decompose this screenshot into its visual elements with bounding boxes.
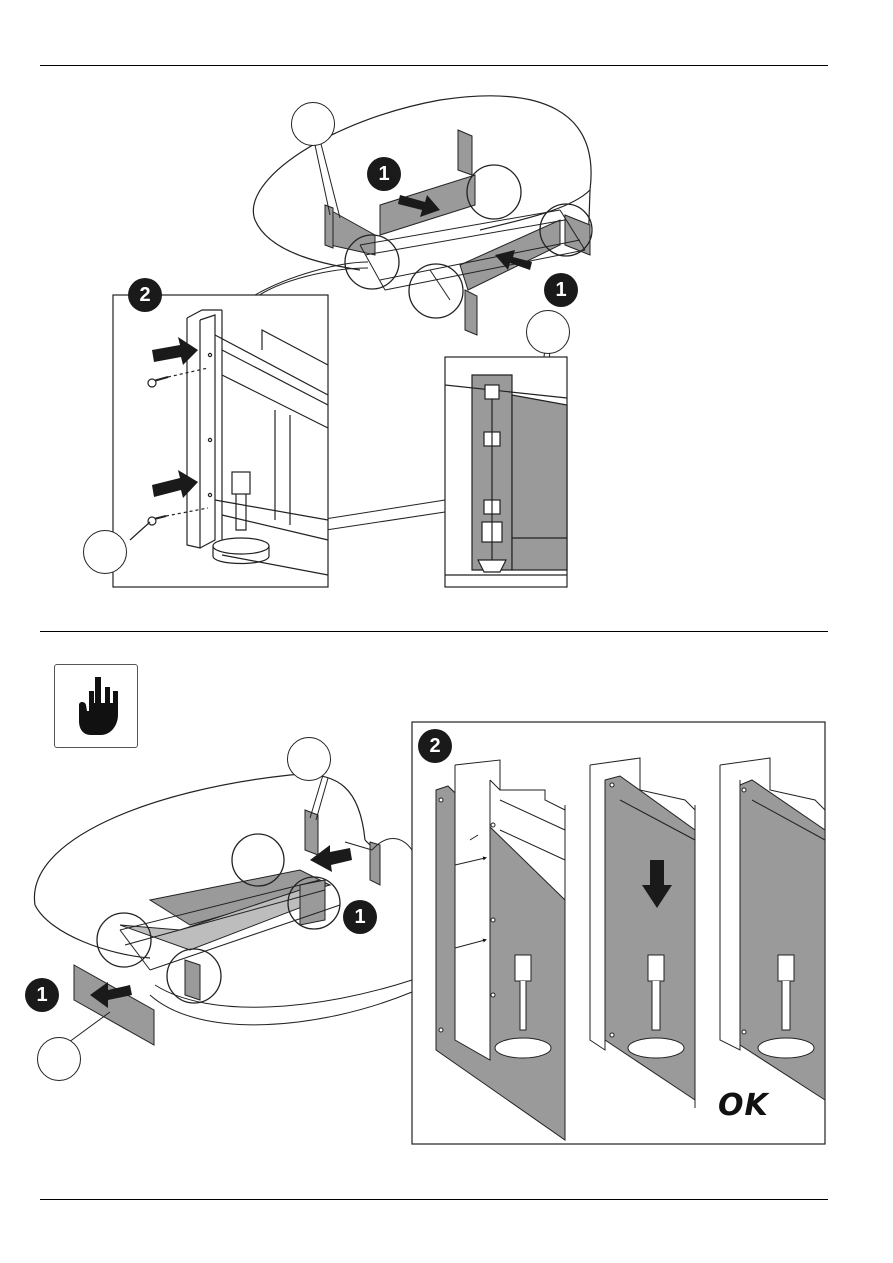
callout-circle [287, 737, 331, 781]
detail-side-top [445, 357, 567, 587]
step-badge: 1 [367, 157, 401, 191]
hand-icon [55, 665, 137, 747]
callout-circle [526, 310, 570, 354]
ok-label: OK [718, 1088, 769, 1123]
step-badge: 1 [25, 978, 59, 1012]
bottom-panels [74, 810, 380, 1045]
step-badge: 1 [343, 900, 377, 934]
attention-box [54, 664, 138, 748]
callout-circle [291, 102, 335, 146]
step-badge: 1 [544, 273, 578, 307]
callout-circle [37, 1037, 81, 1081]
detail-2-top [113, 295, 328, 587]
step-badge: 2 [128, 278, 162, 312]
callout-circle [83, 530, 127, 574]
step-badge: 2 [418, 729, 452, 763]
top-panels [325, 130, 590, 335]
